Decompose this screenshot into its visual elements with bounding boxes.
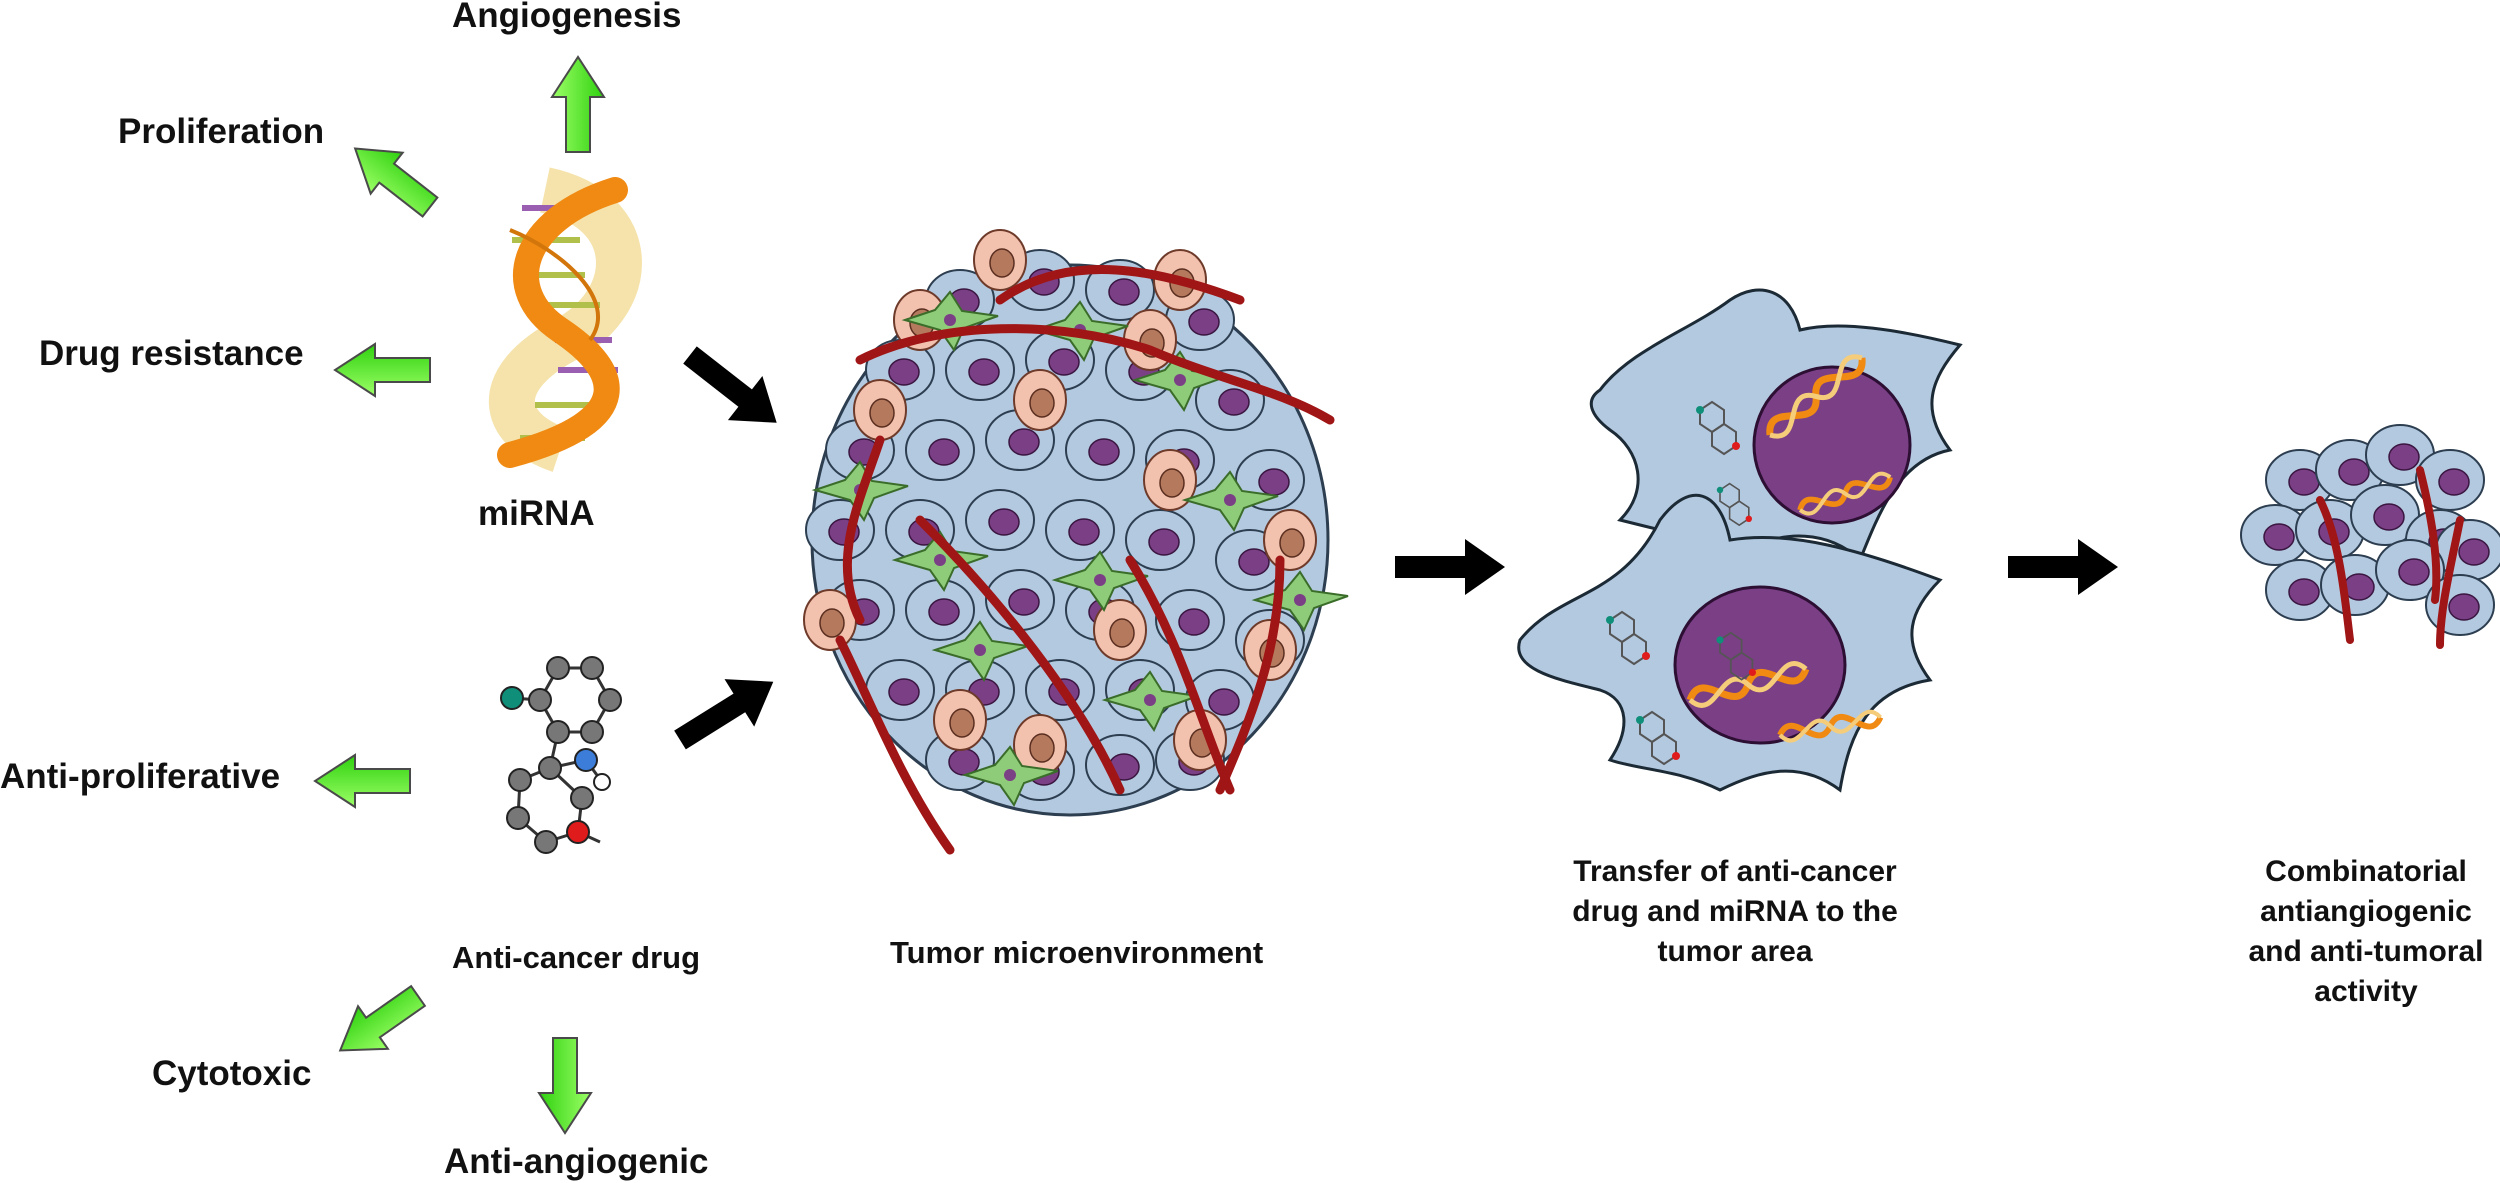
mirna-label: miRNA (478, 494, 595, 533)
cytotoxic-arrow-icon (324, 973, 434, 1073)
anti-proliferative-arrow-icon (314, 754, 411, 808)
mirna-helix-icon (488, 167, 642, 472)
proliferation-label: Proliferation (118, 112, 325, 151)
tumor-microenvironment-icon (803, 229, 1349, 855)
tumor-to-transfer-arrow-icon (1395, 539, 1505, 595)
transfer-label: Transfer of anti-cancer drug and miRNA t… (1572, 855, 1898, 968)
drug-resistance-label: Drug resistance (39, 334, 304, 373)
angiogenesis-label: Angiogenesis (452, 0, 682, 35)
anti-proliferative-label: Anti-proliferative (0, 757, 281, 796)
cytotoxic-label: Cytotoxic (152, 1054, 312, 1093)
transfer-to-result-arrow-icon (2008, 539, 2118, 595)
anti-cancer-drug-label: Anti-cancer drug (452, 940, 701, 975)
angiogenesis-arrow-icon (551, 56, 605, 153)
drug-to-tumor-arrow-icon (665, 657, 789, 764)
transfer-cells-icon (1517, 288, 1963, 793)
mirna-to-tumor-arrow-icon (672, 332, 794, 445)
tumor-microenvironment-label: Tumor microenvironment (890, 935, 1264, 970)
proliferation-arrow-icon (338, 127, 448, 229)
drug-resistance-arrow-icon (334, 343, 431, 397)
anti-angiogenic-arrow-icon (538, 1037, 592, 1134)
result-label: Combinatorial antiangiogenic and anti-tu… (2248, 855, 2484, 1008)
anti-angiogenic-label: Anti-angiogenic (444, 1142, 709, 1181)
anti-cancer-drug-molecule-icon (499, 655, 623, 855)
result-cell-cluster-icon (2240, 424, 2500, 649)
